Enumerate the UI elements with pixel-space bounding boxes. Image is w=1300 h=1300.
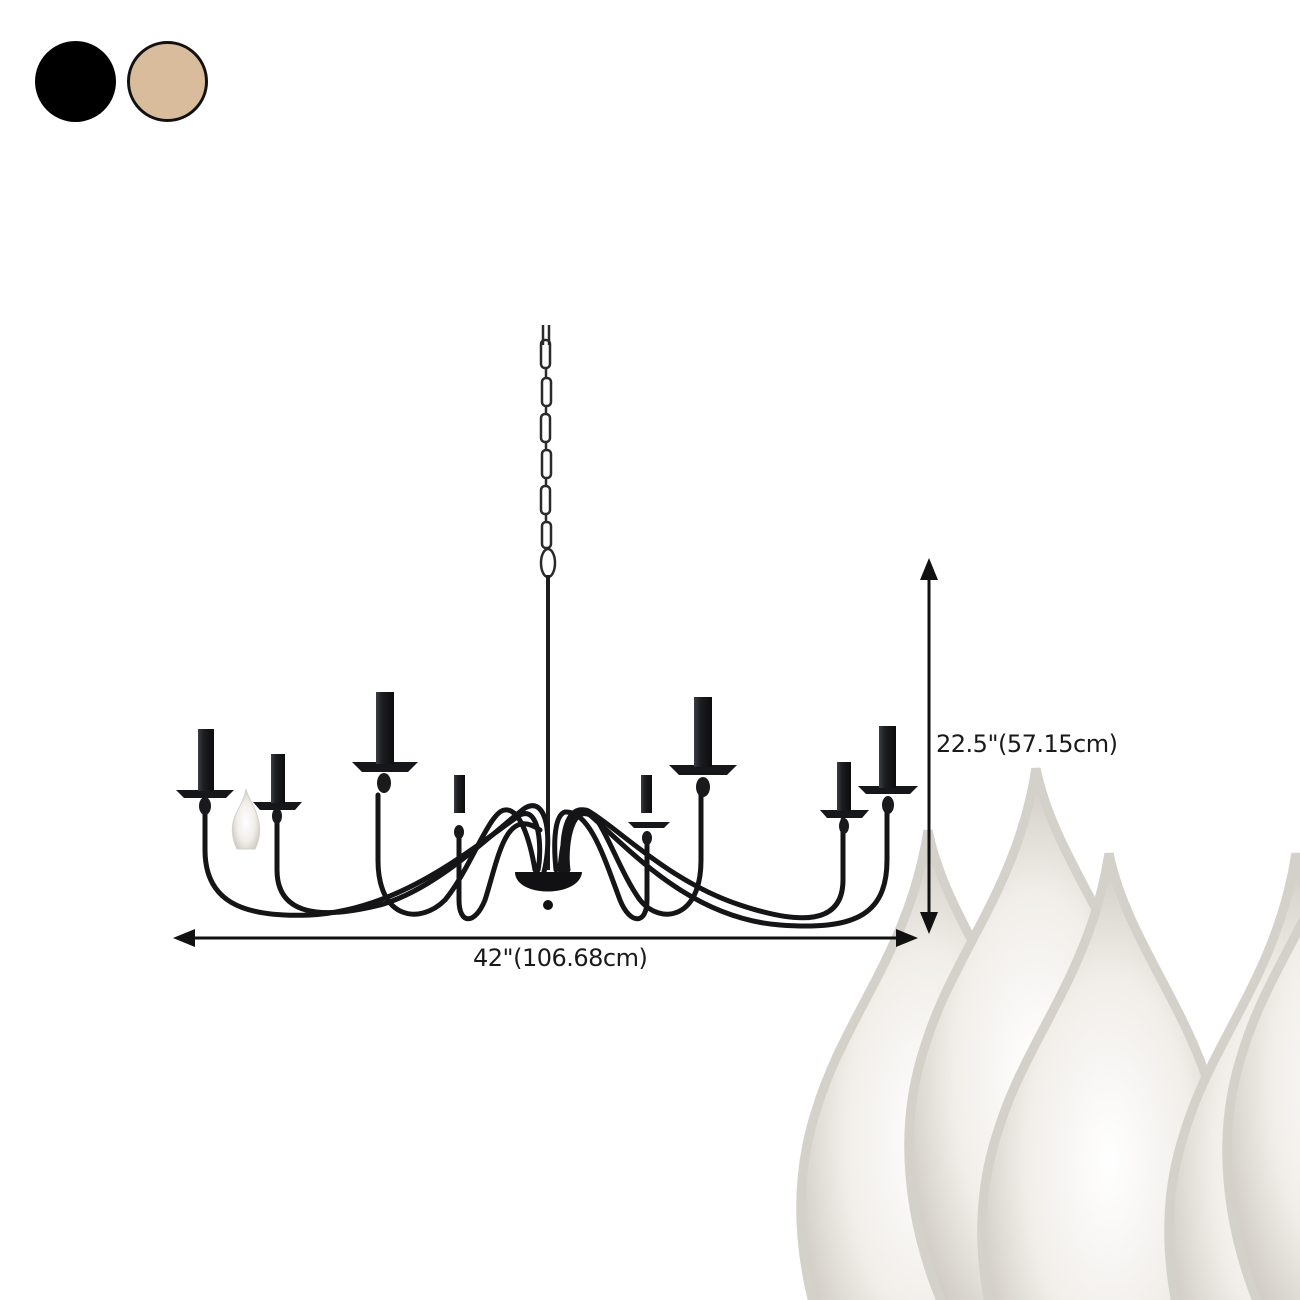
color-swatch-black[interactable] (35, 41, 116, 122)
width-dimension-label: 42"(106.68cm) (473, 944, 648, 972)
height-dimension-arrow (920, 558, 938, 934)
candles (176, 692, 1300, 1300)
width-dimension-arrow (173, 929, 918, 947)
chain (539, 325, 557, 579)
center-bowl (515, 872, 582, 910)
arms (202, 792, 890, 929)
color-swatch-beige[interactable] (127, 41, 208, 122)
height-dimension-label: 22.5"(57.15cm) (936, 730, 1118, 758)
